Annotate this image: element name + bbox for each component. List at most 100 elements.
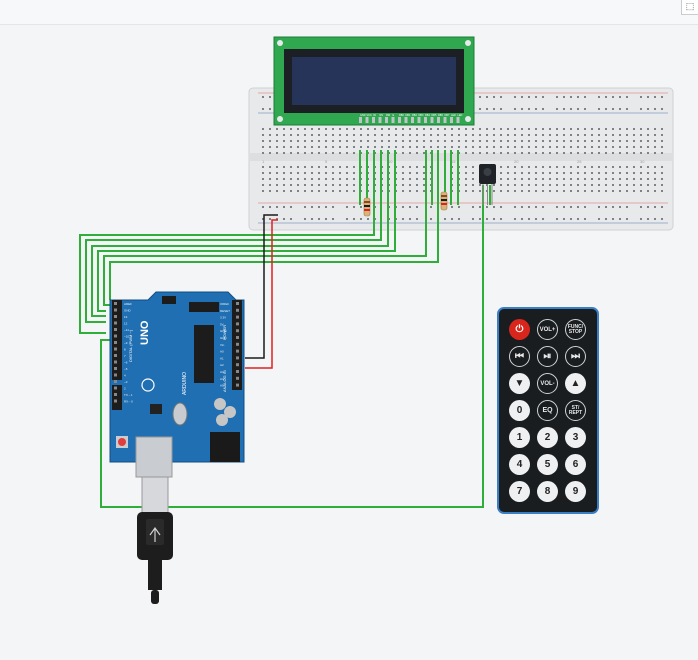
lcd-pin-label: DB7 <box>445 114 450 117</box>
remote-prev-button[interactable]: ⏮ <box>509 346 530 367</box>
arduino-pin-label: Vin <box>220 343 225 347</box>
power-wires <box>245 214 278 369</box>
remote-five-button[interactable]: 5 <box>537 454 558 475</box>
arduino-pin-label: A2 <box>220 363 224 367</box>
remote-button-label: 0 <box>516 404 523 416</box>
remote-nine-button[interactable]: 9 <box>565 481 586 502</box>
arduino-pin <box>114 347 117 351</box>
arduino-pin <box>114 308 117 312</box>
usb-cable <box>137 476 173 604</box>
remote-button-label: VOL- <box>540 380 555 387</box>
remote-power-button[interactable]: ⏻ <box>509 319 530 340</box>
arduino-pin <box>236 383 239 387</box>
remote-button-label: ST/ REPT <box>568 404 583 416</box>
arduino-pin <box>114 315 117 318</box>
arduino-pin <box>236 315 239 319</box>
svg-text:DIGITAL (PWM ~): DIGITAL (PWM ~) <box>128 329 133 362</box>
breadboard-column-30: 30 <box>640 159 645 164</box>
arduino-pin <box>114 321 117 325</box>
remote-button-label: 6 <box>572 458 579 470</box>
lcd-pin-2 <box>372 117 375 123</box>
remote-four-button[interactable]: 4 <box>509 454 530 475</box>
lcd-pin-label: LED <box>451 114 456 117</box>
arduino-pin <box>114 393 117 396</box>
arduino-pin-label: 12 <box>124 322 128 326</box>
lcd-pin-8 <box>411 117 414 123</box>
arduino-pin-label: ~10 <box>124 335 129 339</box>
arduino-pin <box>114 373 117 377</box>
arduino-pin <box>114 354 117 357</box>
remote-button-label: ⏭ <box>571 350 580 362</box>
lcd-pin-label: DB5 <box>432 114 437 117</box>
svg-text:UNO: UNO <box>139 320 151 345</box>
remote-button-label: ▼ <box>514 377 525 389</box>
arduino-pin-label: 2 <box>124 387 126 391</box>
lcd-pin-label: V0 <box>373 114 377 117</box>
arduino-pin-label: 7 <box>124 354 126 358</box>
remote-one-button[interactable]: 1 <box>509 427 530 448</box>
lcd-pin-12 <box>437 117 440 123</box>
breadboard-column-25: 25 <box>577 159 582 164</box>
arduino-pin-label: ~11 <box>124 328 129 332</box>
remote-eight-button[interactable]: 8 <box>537 481 558 502</box>
arduino-pin <box>236 322 239 326</box>
lcd-screen <box>292 57 456 105</box>
remote-eq-button[interactable]: EQ <box>537 400 558 421</box>
arduino-pin-label: A4 <box>220 377 224 381</box>
lcd-pin-3 <box>378 117 382 123</box>
remote-up-button[interactable]: ▲ <box>565 373 586 394</box>
arduino-uno[interactable]: UNO ARDUINO DIGITAL (PWM ~) POWER ANALOG… <box>109 291 245 478</box>
remote-seven-button[interactable]: 7 <box>509 481 530 502</box>
remote-func-button[interactable]: FUNC/ STOP <box>565 319 586 340</box>
corner-button[interactable]: ⬚ <box>681 0 698 15</box>
arduino-pin <box>114 341 117 344</box>
remote-button-label: 9 <box>572 485 579 497</box>
signal-wires <box>79 150 491 508</box>
resistor-2[interactable] <box>440 191 448 211</box>
breadboard-column-15: 15 <box>451 159 456 164</box>
arduino-pin <box>236 302 239 305</box>
arduino-pin <box>114 380 117 383</box>
arduino-pin <box>236 363 239 367</box>
remote-vol-up-button[interactable]: VOL+ <box>537 319 558 340</box>
remote-down-button[interactable]: ▼ <box>509 373 530 394</box>
lcd-pin-11 <box>430 117 434 123</box>
remote-button-label: ⏮ <box>515 350 524 362</box>
arduino-pin-label: RESET <box>220 309 230 313</box>
remote-zero-button[interactable]: 0 <box>509 400 530 421</box>
remote-six-button[interactable]: 6 <box>565 454 586 475</box>
remote-two-button[interactable]: 2 <box>537 427 558 448</box>
svg-text:ANALOG IN: ANALOG IN <box>222 370 227 392</box>
remote-st-rept-button[interactable]: ST/ REPT <box>565 400 586 421</box>
lcd-pin-10 <box>424 117 427 123</box>
arduino-pin <box>236 370 239 373</box>
lcd-pin-label: DB3 <box>419 114 424 117</box>
arduino-pin-label: ~6 <box>124 361 128 365</box>
arduino-pin <box>114 334 117 338</box>
remote-button-label: 8 <box>544 485 551 497</box>
arduino-pin-label: 3.3V <box>220 316 226 320</box>
ir-receiver[interactable] <box>479 164 496 205</box>
arduino-pin-label: A0 <box>220 350 224 354</box>
remote-vol-down-button[interactable]: VOL- <box>537 373 558 394</box>
remote-play-button[interactable]: ⏯ <box>537 346 558 367</box>
reset-button <box>118 438 126 446</box>
arduino-pin-label: 13 <box>124 315 128 319</box>
remote-button-label: 7 <box>516 485 523 497</box>
remote-next-button[interactable]: ⏭ <box>565 346 586 367</box>
remote-button-label: ▲ <box>570 377 581 389</box>
arduino-pin <box>114 328 117 331</box>
resistor-1[interactable] <box>363 197 371 217</box>
remote-three-button[interactable]: 3 <box>565 427 586 448</box>
arduino-pin-label: ~3 <box>124 380 128 384</box>
arduino-pin <box>114 386 117 390</box>
lcd-pin-label: DB6 <box>438 114 443 117</box>
arduino-pin <box>114 302 117 305</box>
remote-button-label: FUNC/ STOP <box>567 323 584 335</box>
